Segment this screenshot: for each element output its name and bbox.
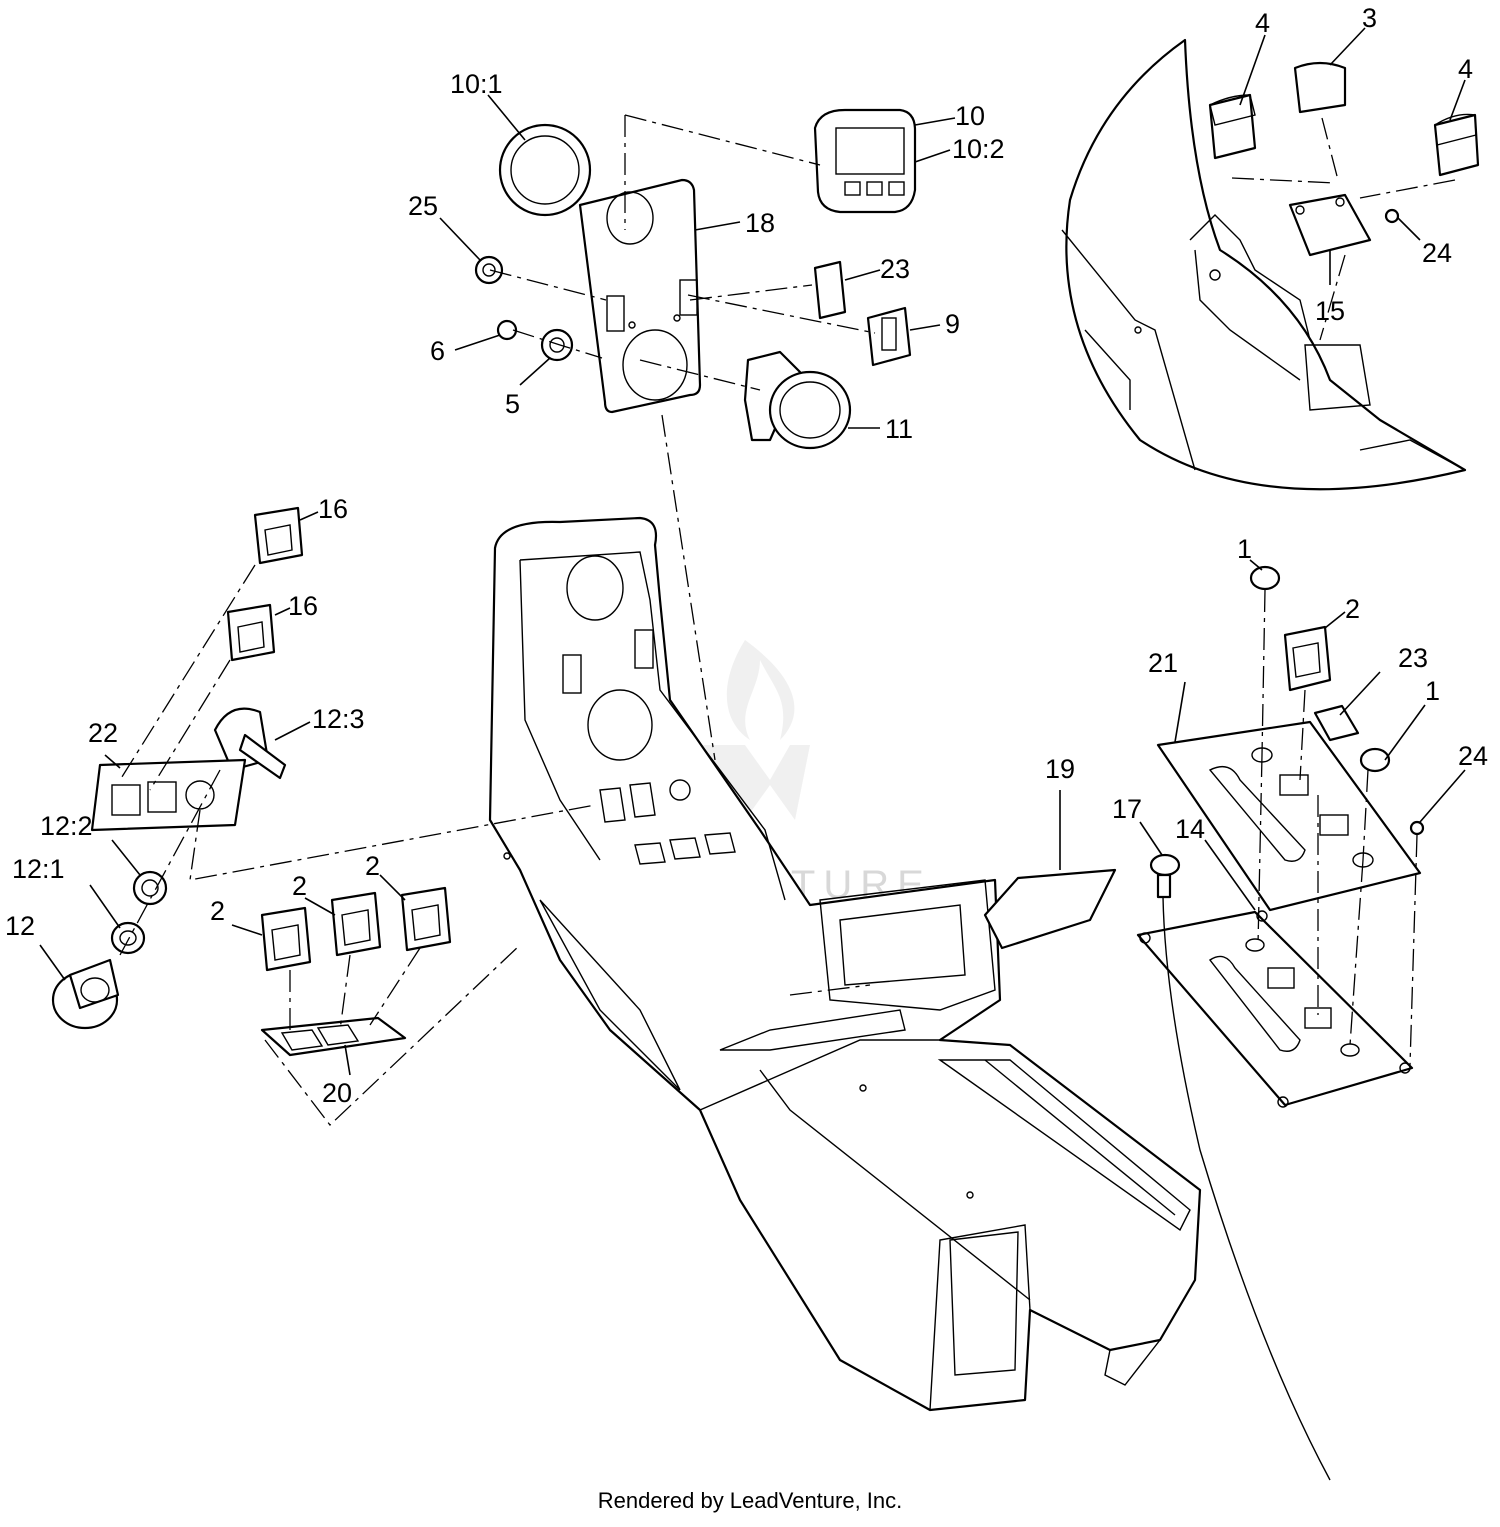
detail-inset [1061, 38, 1467, 491]
callout-2-c: 2 [365, 851, 380, 881]
callout-17: 17 [1112, 794, 1142, 824]
callout-14: 14 [1175, 814, 1205, 844]
render-credit: Rendered by LeadVenture, Inc. [597, 1488, 903, 1513]
callout-2-a: 2 [210, 896, 225, 926]
rocker-switch-3 [1293, 61, 1347, 114]
decal-20 [260, 1016, 407, 1057]
callout-24-right: 24 [1458, 741, 1488, 771]
callout-1-lower: 1 [1425, 676, 1440, 706]
leader-lines [39, 27, 1466, 1076]
rocker-switch-2-d [1283, 625, 1332, 692]
decal-23-top [813, 260, 847, 320]
callout-23-right: 23 [1398, 643, 1428, 673]
rocker-switch-4-left [1208, 93, 1257, 160]
callout-10-1: 10:1 [450, 69, 503, 99]
callout-11: 11 [885, 414, 913, 444]
rocker-switch-2-c [400, 886, 452, 952]
nut-12-1 [110, 921, 146, 955]
callout-6: 6 [430, 336, 445, 366]
plug-1-lower [1359, 747, 1391, 773]
callout-9: 9 [945, 309, 960, 339]
washer-12-2 [132, 870, 168, 906]
callout-18: 18 [745, 208, 775, 238]
display-meter-10 [813, 108, 917, 214]
plug-25 [474, 255, 504, 285]
screw-24-right [1409, 820, 1425, 836]
callout-12-2: 12:2 [40, 811, 93, 841]
callout-4-left: 4 [1255, 8, 1270, 38]
callout-5: 5 [505, 389, 520, 419]
callout-12-3: 12:3 [312, 704, 365, 734]
fitting-5 [540, 328, 574, 362]
decal-23-right [1313, 704, 1360, 742]
switch-9 [866, 306, 912, 367]
gauge-11 [743, 350, 852, 450]
rocker-switch-16-lower [226, 603, 276, 662]
nut-6 [496, 319, 518, 341]
decal-22 [90, 758, 247, 832]
callout-15: 15 [1315, 296, 1345, 326]
callout-1-upper: 1 [1237, 534, 1252, 564]
callout-16-upper: 16 [318, 494, 348, 524]
callout-21: 21 [1148, 648, 1178, 678]
callout-23-top: 23 [880, 254, 910, 284]
knob-17 [1149, 853, 1331, 1481]
rocker-switch-16-upper [253, 506, 304, 565]
bracket-15 [1288, 193, 1372, 257]
callout-2-d: 2 [1345, 594, 1360, 624]
callout-16-lower: 16 [288, 591, 318, 621]
callout-3: 3 [1362, 3, 1377, 33]
rocker-switch-4-right [1433, 113, 1480, 177]
callout-20: 20 [322, 1078, 352, 1108]
ignition-key-12-3 [213, 707, 287, 780]
callout-10: 10 [955, 101, 985, 131]
callout-19: 19 [1045, 754, 1075, 784]
center-console [488, 516, 1202, 1412]
callout-25: 25 [408, 191, 438, 221]
dash-panel-18 [578, 178, 702, 414]
screw-24-inset [1384, 208, 1400, 224]
rocker-switch-2-a [260, 906, 312, 972]
callout-12-1: 12:1 [12, 854, 65, 884]
assembly-lines [119, 114, 1456, 1126]
plate-14 [1136, 910, 1414, 1108]
rocker-switch-2-b [330, 891, 382, 957]
plug-1-upper [1249, 565, 1281, 591]
callout-12: 12 [5, 911, 35, 941]
watermark-logo [700, 640, 810, 820]
callout-10-2: 10:2 [952, 134, 1005, 164]
callout-4-right: 4 [1458, 54, 1473, 84]
ignition-switch-12 [51, 958, 120, 1030]
callout-labels: 10:1 10 10:2 25 18 23 9 6 5 11 4 3 4 24 … [5, 3, 1488, 1108]
callout-22: 22 [88, 718, 118, 748]
callout-2-b: 2 [292, 871, 307, 901]
cover-plate-21 [1156, 720, 1422, 912]
callout-24-inset: 24 [1422, 238, 1452, 268]
decal-19 [983, 868, 1117, 950]
gauge-bezel-10-1 [498, 123, 592, 217]
